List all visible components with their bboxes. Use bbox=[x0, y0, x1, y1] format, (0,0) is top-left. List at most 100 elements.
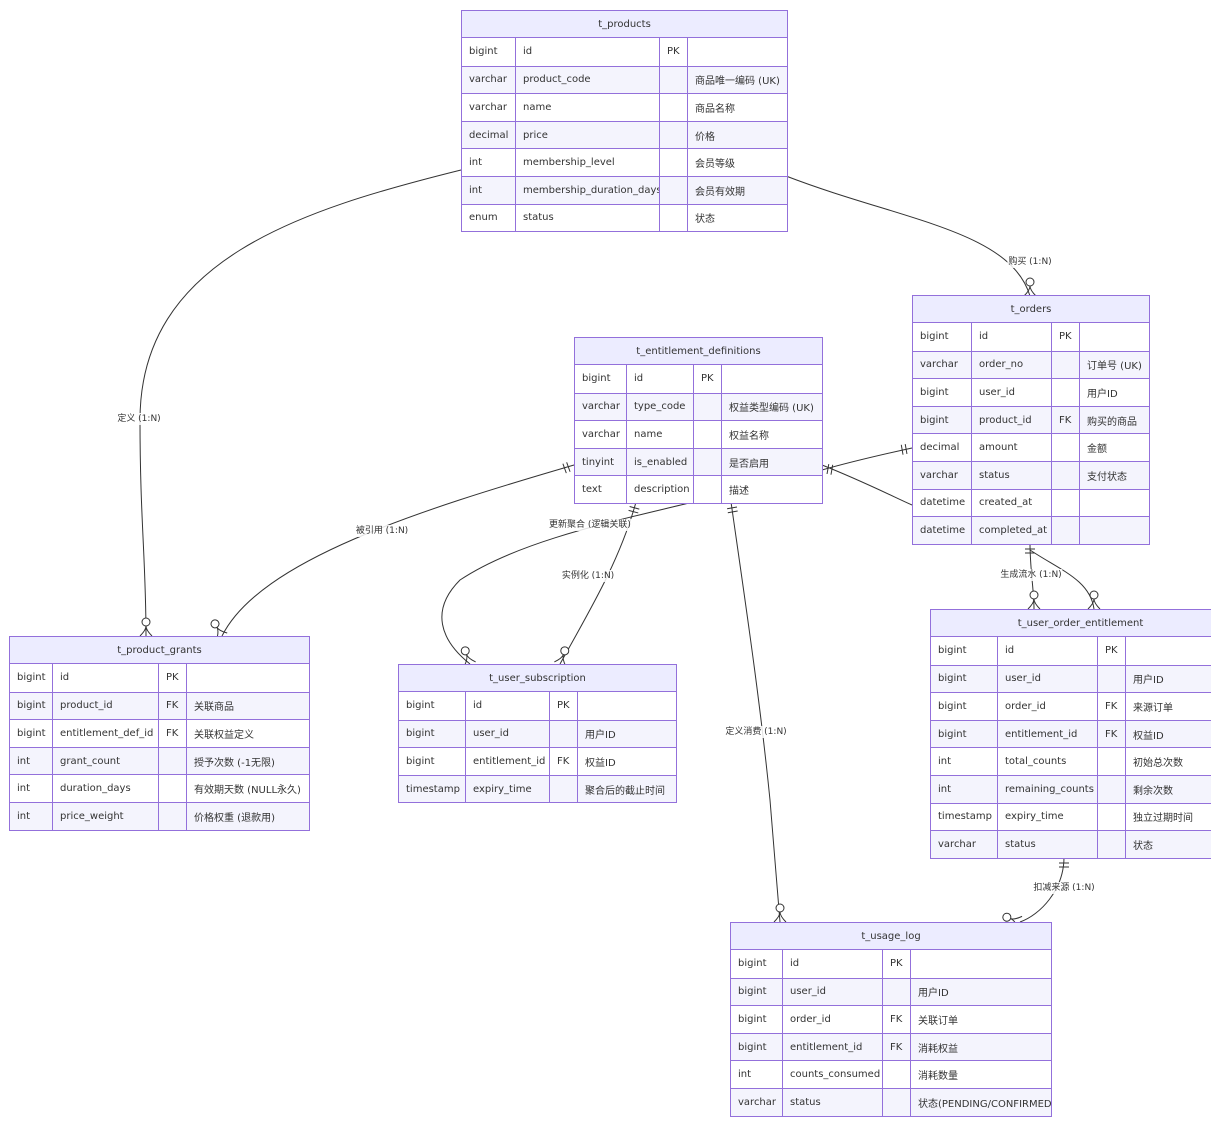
attr-name: name bbox=[626, 421, 693, 448]
attr-comment: 授予次数 (-1无限) bbox=[186, 747, 309, 775]
attr-name: expiry_time bbox=[465, 775, 549, 803]
entity-title: t_user_subscription bbox=[399, 665, 676, 692]
attribute-row: int remaining_counts 剩余次数 bbox=[931, 774, 1211, 803]
attr-comment: 聚合后的截止时间 bbox=[577, 775, 676, 803]
attr-key: PK bbox=[693, 365, 721, 393]
attr-comment: 独立过期时间 bbox=[1125, 803, 1211, 831]
attr-type: timestamp bbox=[406, 783, 460, 795]
attr-key bbox=[549, 775, 577, 803]
one-cardinality-marker bbox=[826, 464, 834, 475]
attr-type: varchar bbox=[582, 401, 621, 413]
attr-type: bigint bbox=[17, 700, 46, 712]
many-cardinality-marker bbox=[1023, 277, 1037, 297]
entity-title: t_usage_log bbox=[731, 923, 1051, 950]
attr-key bbox=[1051, 434, 1079, 461]
attr-key bbox=[1097, 831, 1125, 858]
attr-key: FK bbox=[158, 692, 186, 720]
entity-title: t_user_order_entitlement bbox=[931, 610, 1211, 637]
attr-key: PK bbox=[549, 692, 577, 720]
attr-comment: 是否启用 bbox=[721, 448, 822, 476]
one-cardinality-marker bbox=[628, 506, 640, 514]
attr-comment: 初始总次数 bbox=[1125, 748, 1211, 775]
attr-type: varchar bbox=[469, 74, 508, 86]
attr-comment bbox=[186, 664, 309, 692]
one-cardinality-marker bbox=[1059, 862, 1069, 868]
attr-comment: 剩余次数 bbox=[1125, 775, 1211, 803]
relationship-products-orders bbox=[785, 175, 1031, 297]
attr-comment: 消耗权益 bbox=[910, 1033, 1051, 1061]
attr-comment: 权益ID bbox=[577, 748, 676, 775]
attr-type: int bbox=[938, 783, 952, 795]
attr-name: price_weight bbox=[52, 802, 158, 830]
one-cardinality-marker bbox=[727, 506, 738, 514]
many-cardinality-marker bbox=[1087, 590, 1101, 610]
attr-name: id bbox=[515, 38, 659, 66]
attr-key bbox=[659, 176, 687, 204]
attr-name: product_id bbox=[52, 692, 158, 720]
attr-type: varchar bbox=[582, 428, 621, 440]
attr-comment: 关联商品 bbox=[186, 692, 309, 720]
attr-type: text bbox=[582, 484, 602, 496]
attr-key bbox=[693, 421, 721, 448]
attr-key bbox=[882, 1088, 910, 1116]
attr-name: completed_at bbox=[971, 517, 1051, 544]
attr-key: FK bbox=[1097, 720, 1125, 748]
attr-key bbox=[1051, 351, 1079, 379]
many-cardinality-marker bbox=[1027, 590, 1041, 610]
relationship-label: 定义 (1:N) bbox=[116, 413, 162, 425]
attr-type: decimal bbox=[469, 129, 509, 141]
attr-key: FK bbox=[882, 1033, 910, 1061]
attr-comment: 用户ID bbox=[1125, 665, 1211, 693]
attr-key bbox=[1097, 748, 1125, 775]
relationship-label: 定义消费 (1:N) bbox=[724, 726, 788, 738]
attr-name: remaining_counts bbox=[997, 775, 1097, 803]
attr-key: FK bbox=[1051, 406, 1079, 434]
attr-key bbox=[1097, 803, 1125, 831]
attr-key bbox=[693, 476, 721, 503]
attr-comment: 价格 bbox=[687, 121, 787, 149]
attr-comment: 消耗数量 bbox=[910, 1061, 1051, 1088]
attr-name: type_code bbox=[626, 393, 693, 421]
attr-name: user_id bbox=[997, 665, 1097, 693]
attr-key bbox=[659, 149, 687, 176]
attr-comment bbox=[1125, 637, 1211, 665]
attr-type: int bbox=[17, 755, 31, 767]
attr-name: total_counts bbox=[997, 748, 1097, 775]
relationship-label: 被引用 (1:N) bbox=[354, 525, 410, 537]
attr-type: int bbox=[469, 184, 483, 196]
attr-type: int bbox=[17, 810, 31, 822]
attr-key: PK bbox=[1051, 323, 1079, 351]
attr-key: FK bbox=[158, 720, 186, 747]
relationship-orders-defs-2 bbox=[821, 464, 913, 506]
many-cardinality-marker bbox=[773, 903, 787, 923]
attr-key: FK bbox=[549, 748, 577, 775]
attr-comment bbox=[1079, 323, 1149, 351]
attr-name: id bbox=[626, 365, 693, 393]
attr-comment: 描述 bbox=[721, 476, 822, 503]
attr-comment: 购买的商品 bbox=[1079, 406, 1149, 434]
relationship-label: 实例化 (1:N) bbox=[560, 570, 616, 582]
attr-name: membership_duration_days bbox=[515, 176, 659, 204]
attr-type: bigint bbox=[582, 373, 611, 385]
attr-name: status bbox=[997, 831, 1097, 858]
relationship-orders-defs bbox=[821, 447, 913, 471]
